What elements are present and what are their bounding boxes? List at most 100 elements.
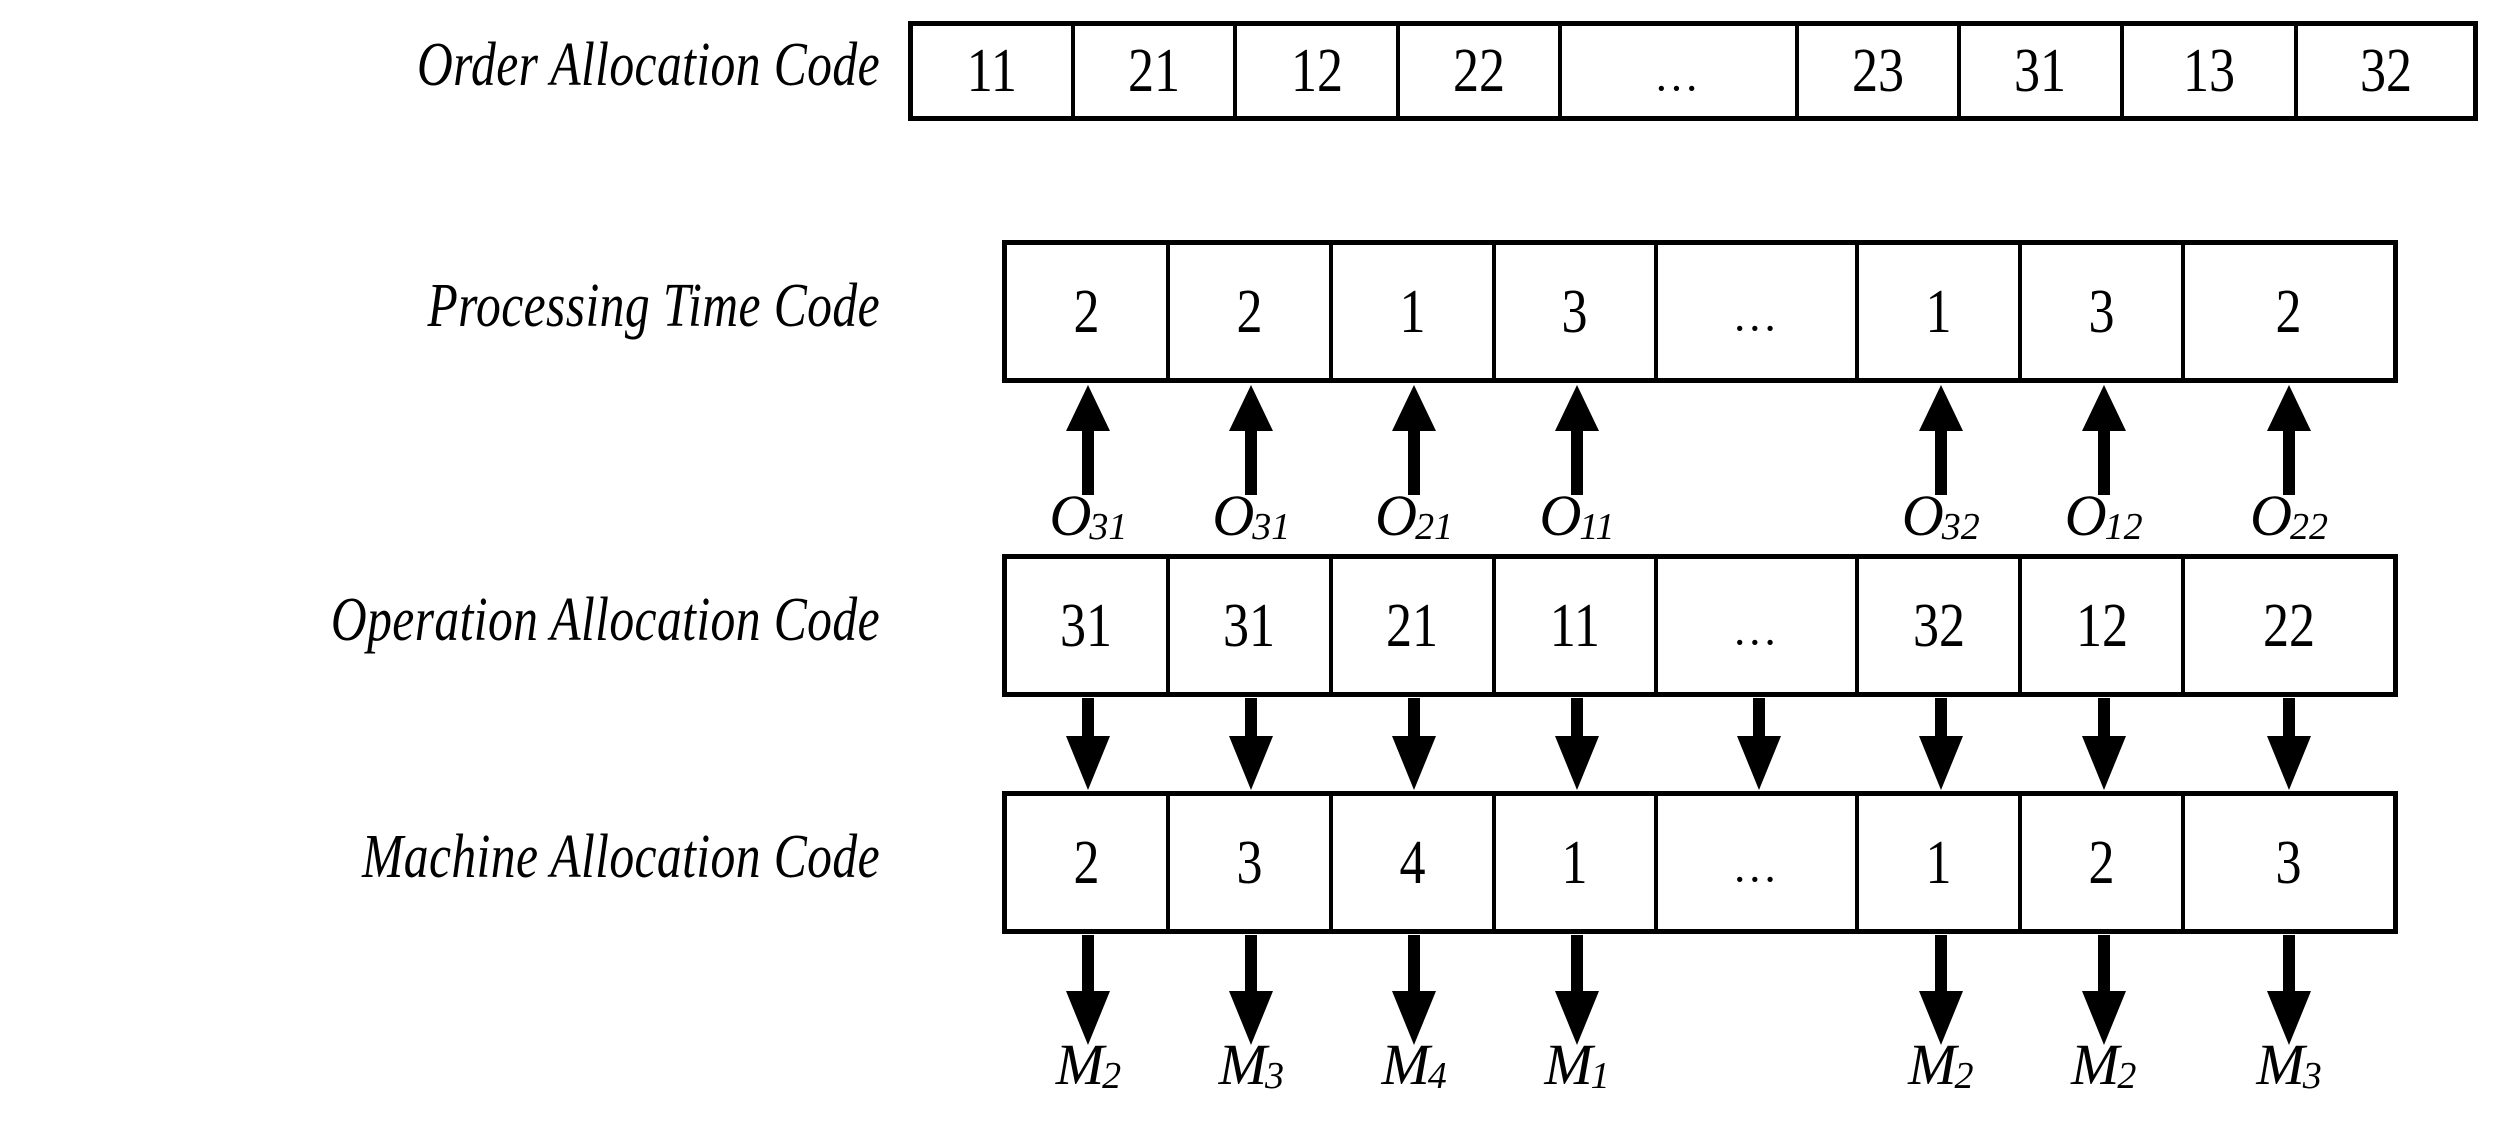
machine-tag-base: M bbox=[1544, 1032, 1593, 1097]
cell[interactable]: ... bbox=[1658, 796, 1860, 929]
cell[interactable]: 31 bbox=[1007, 559, 1170, 692]
cell-value: 21 bbox=[1128, 37, 1181, 105]
arrow-shaft bbox=[1934, 425, 1947, 495]
cell[interactable]: 1 bbox=[1333, 245, 1496, 378]
cell[interactable]: 2 bbox=[2022, 796, 2186, 929]
cell[interactable]: 3 bbox=[2022, 245, 2186, 378]
operation-tag: O22 bbox=[2199, 487, 2379, 547]
cell[interactable]: 1 bbox=[1859, 245, 2023, 378]
machine-tag-base: M bbox=[1055, 1032, 1105, 1097]
cell[interactable]: 23 bbox=[1799, 26, 1962, 116]
cell[interactable]: 31 bbox=[1170, 559, 1333, 692]
cell-value: 1 bbox=[1561, 828, 1588, 897]
machine-tag-base: M bbox=[2071, 1032, 2120, 1097]
cell[interactable]: ... bbox=[1658, 245, 1860, 378]
row-label-machine-allocation-code: Machine Allocation Code bbox=[362, 822, 880, 891]
machine-tag-subscript: 2 bbox=[2117, 1055, 2137, 1098]
cell[interactable]: 12 bbox=[2022, 559, 2186, 692]
cell-value: 22 bbox=[2262, 591, 2316, 660]
cell-value: 12 bbox=[1290, 37, 1343, 105]
cell[interactable]: 2 bbox=[2185, 245, 2393, 378]
cell-value: 1 bbox=[1399, 277, 1426, 346]
cell[interactable]: 2 bbox=[1170, 245, 1333, 378]
cell[interactable]: 32 bbox=[1859, 559, 2023, 692]
arrow-head bbox=[1066, 736, 1111, 790]
arrow-shaft bbox=[1082, 698, 1095, 742]
arrow-head bbox=[1554, 991, 1599, 1045]
operation-tag: O31 bbox=[1161, 487, 1341, 549]
arrow-shaft bbox=[1408, 425, 1421, 495]
arrow-shaft bbox=[1082, 935, 1095, 997]
cell-value: 21 bbox=[1386, 591, 1439, 660]
arrow-head bbox=[2081, 991, 2126, 1045]
arrow-shaft bbox=[1082, 425, 1095, 495]
machine-tag: M4 bbox=[1324, 1036, 1504, 1096]
operation-tag-subscript: 32 bbox=[1941, 506, 1980, 549]
cell[interactable]: 22 bbox=[2185, 559, 2393, 692]
cell[interactable]: 11 bbox=[913, 26, 1076, 116]
arrow-head bbox=[1392, 385, 1437, 431]
arrow-head bbox=[2267, 991, 2312, 1045]
arrow-shaft bbox=[1934, 935, 1947, 997]
cell[interactable]: 1 bbox=[1859, 796, 2023, 929]
machine-tag: M2 bbox=[2014, 1036, 2194, 1098]
row-label-processing-time-code: Processing Time Code bbox=[427, 271, 880, 340]
cell-value: 31 bbox=[2014, 37, 2067, 105]
arrow-shaft bbox=[2097, 935, 2110, 997]
cell[interactable]: ... bbox=[1658, 559, 1860, 692]
cell[interactable]: 22 bbox=[1400, 26, 1562, 116]
arrow-shaft bbox=[1570, 698, 1583, 742]
cell[interactable]: 21 bbox=[1075, 26, 1238, 116]
machine-tag-base: M bbox=[1218, 1032, 1267, 1097]
cell-value: 22 bbox=[1452, 37, 1505, 105]
cell[interactable]: 3 bbox=[1496, 245, 1659, 378]
arrow-head bbox=[1066, 385, 1111, 431]
arrow-head bbox=[2267, 385, 2312, 431]
cell-value: 31 bbox=[1223, 591, 1276, 660]
row-label-order-allocation-code: Order Allocation Code bbox=[416, 31, 880, 100]
arrow-shaft bbox=[1245, 698, 1258, 742]
arrow-shaft bbox=[1570, 935, 1583, 997]
cell[interactable]: 2 bbox=[1007, 796, 1170, 929]
cell[interactable]: 3 bbox=[1170, 796, 1333, 929]
operation-tag-base: O bbox=[1212, 483, 1255, 548]
cell[interactable]: 13 bbox=[2124, 26, 2299, 116]
cell-value: ... bbox=[1655, 50, 1702, 101]
operation-tag-subscript: 11 bbox=[1579, 506, 1615, 549]
arrow-head bbox=[1066, 991, 1111, 1045]
cell[interactable]: 1 bbox=[1496, 796, 1659, 929]
cell[interactable]: 2 bbox=[1007, 245, 1170, 378]
cell-value: 11 bbox=[1549, 591, 1601, 660]
cell[interactable]: 31 bbox=[1961, 26, 2124, 116]
operation-tag-base: O bbox=[1375, 483, 1418, 548]
machine-tag-base: M bbox=[2256, 1032, 2305, 1097]
machine-tag: M1 bbox=[1487, 1036, 1667, 1096]
cell[interactable]: 3 bbox=[2185, 796, 2393, 929]
arrow-shaft bbox=[2283, 935, 2296, 997]
cell-value: ... bbox=[1734, 604, 1780, 655]
cell-value: 2 bbox=[1236, 277, 1263, 346]
cell-value: ... bbox=[1734, 841, 1780, 892]
cell[interactable]: 21 bbox=[1333, 559, 1496, 692]
machine-tag: M2 bbox=[998, 1036, 1178, 1096]
cell-value: 1 bbox=[1925, 277, 1952, 346]
cell[interactable]: ... bbox=[1562, 26, 1800, 116]
cell[interactable]: 32 bbox=[2298, 26, 2473, 116]
cell[interactable]: 11 bbox=[1496, 559, 1659, 692]
arrow-head bbox=[1736, 736, 1781, 790]
machine-tag-base: M bbox=[1381, 1032, 1430, 1097]
arrow-shaft bbox=[1752, 698, 1765, 742]
cell-value: 3 bbox=[1561, 277, 1588, 346]
machine-tag-subscript: 3 bbox=[1264, 1055, 1284, 1098]
cell-value: 3 bbox=[2275, 828, 2302, 897]
cell-value: 31 bbox=[1060, 591, 1113, 660]
cell-value: 3 bbox=[2088, 277, 2115, 346]
cell[interactable]: 12 bbox=[1237, 26, 1400, 116]
cell-value: 4 bbox=[1399, 828, 1426, 897]
cell[interactable]: 4 bbox=[1333, 796, 1496, 929]
operation-tag-subscript: 31 bbox=[1252, 506, 1291, 549]
arrow-shaft bbox=[1934, 698, 1947, 742]
arrow-head bbox=[2081, 385, 2126, 431]
